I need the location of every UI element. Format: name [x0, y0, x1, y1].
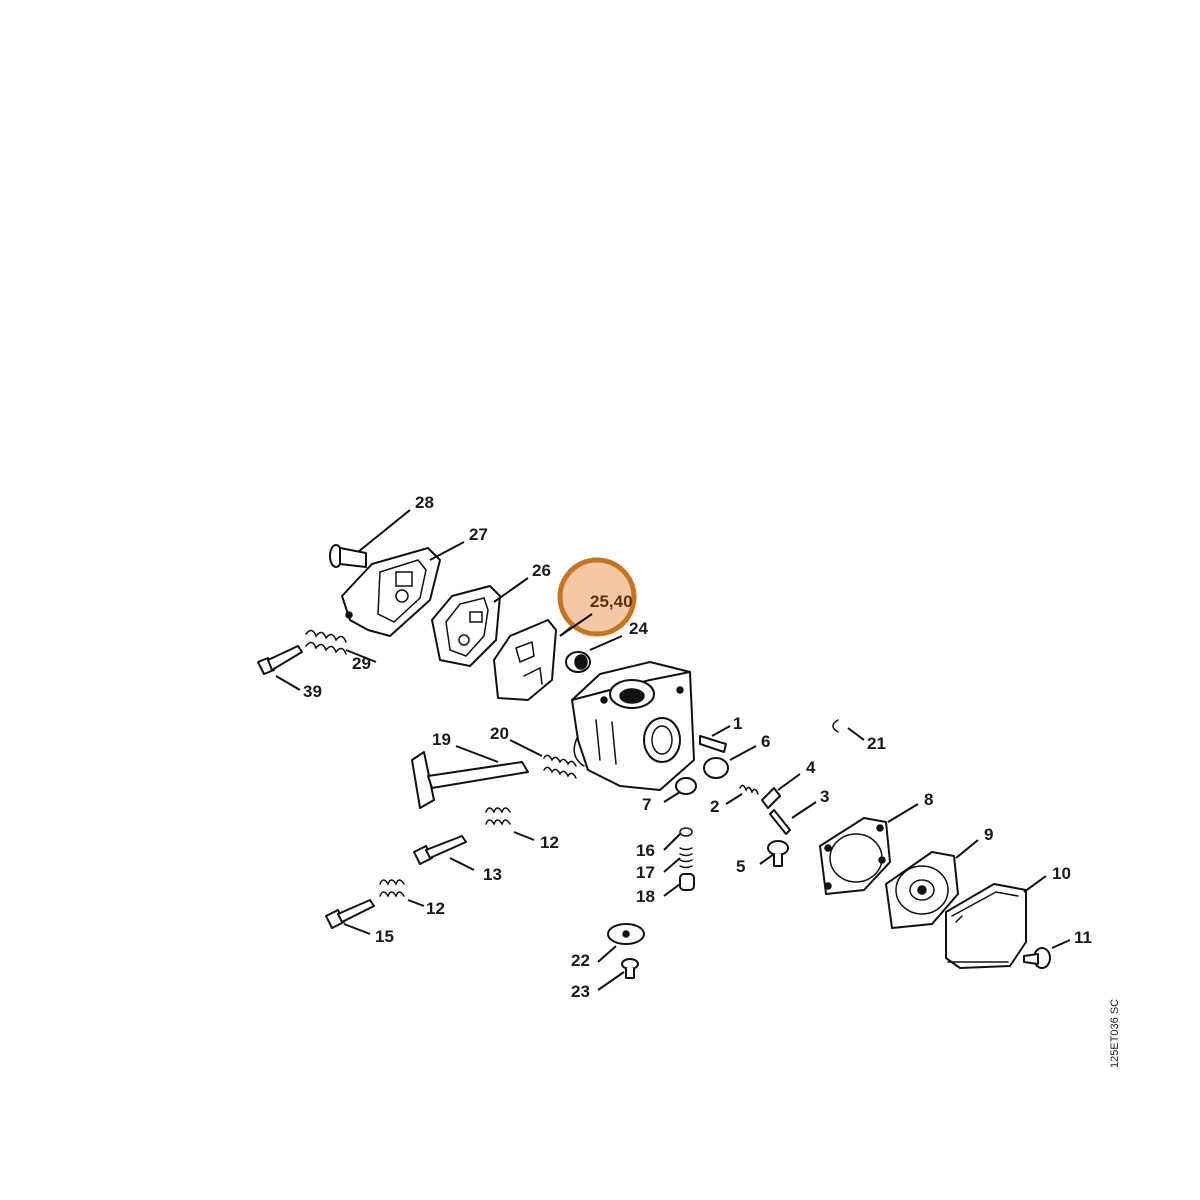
part-12-spring-lower — [379, 879, 405, 898]
callout-12-lower: 12 — [426, 899, 445, 918]
part-10-cover — [945, 883, 1027, 969]
callout-29: 29 — [352, 654, 371, 673]
part-27-cover — [341, 547, 441, 637]
callout-21: 21 — [867, 734, 886, 753]
callout-1: 1 — [733, 714, 742, 733]
callout-25-40[interactable]: 25,40 — [590, 592, 633, 611]
part-18-pin — [679, 873, 695, 891]
callout-24: 24 — [629, 619, 648, 638]
part-23-screw — [621, 958, 639, 979]
part-20-spring — [543, 754, 577, 779]
callout-22: 22 — [571, 951, 590, 970]
part-12-spring-upper — [485, 807, 511, 826]
callout-8: 8 — [924, 790, 933, 809]
part-21-clip — [832, 719, 839, 733]
part-11-screw — [1023, 947, 1051, 969]
callout-11: 11 — [1074, 928, 1092, 947]
callout-4: 4 — [806, 758, 816, 777]
part-2-spring — [739, 784, 759, 795]
part-6-plug — [703, 757, 729, 779]
callout-6: 6 — [761, 732, 770, 751]
part-25-gasket — [493, 619, 557, 701]
part-17-spring — [679, 847, 693, 869]
callout-15: 15 — [375, 927, 394, 946]
callout-5: 5 — [736, 857, 745, 876]
callout-labels: 28 27 26 24 29 39 19 20 1 6 21 4 3 7 2 8… — [303, 493, 1092, 1001]
callout-2: 2 — [710, 797, 719, 816]
callout-18: 18 — [636, 887, 655, 906]
callout-23: 23 — [571, 982, 590, 1001]
part-8-gasket — [819, 817, 891, 895]
callout-20: 20 — [490, 724, 509, 743]
highlighted-part-25-40[interactable]: 25,40 — [557, 557, 637, 637]
part-29-spring — [305, 629, 347, 655]
part-28-screw — [329, 544, 367, 568]
callout-16: 16 — [636, 841, 655, 860]
callout-3: 3 — [820, 787, 829, 806]
callout-26: 26 — [532, 561, 551, 580]
part-39-screw — [257, 645, 303, 675]
part-1-needle — [699, 735, 727, 753]
part-19-lever — [411, 751, 529, 809]
part-13-needle — [413, 835, 467, 865]
callout-39: 39 — [303, 682, 322, 701]
callout-10: 10 — [1052, 864, 1071, 883]
leader-lines — [275, 509, 1071, 991]
part-15-needle — [325, 899, 375, 929]
part-5-screw — [767, 840, 789, 867]
callout-12-upper: 12 — [540, 833, 559, 852]
callout-19: 19 — [432, 730, 451, 749]
callout-9: 9 — [984, 825, 993, 844]
drawing-code: 125ET036 SC — [1109, 999, 1121, 1068]
callout-7: 7 — [642, 795, 651, 814]
callout-27: 27 — [469, 525, 488, 544]
part-carburetor-body — [571, 661, 695, 791]
part-24-cap — [565, 651, 591, 673]
part-9-diaphragm — [885, 851, 959, 929]
callout-13: 13 — [483, 865, 502, 884]
part-4-lever — [761, 787, 781, 809]
part-26-gasket — [431, 585, 501, 667]
part-7-disc — [675, 777, 697, 795]
highlight-circle[interactable] — [557, 557, 637, 637]
callout-17: 17 — [636, 863, 655, 882]
part-16-ring — [679, 827, 693, 837]
callout-28: 28 — [415, 493, 434, 512]
part-22-disc — [607, 923, 645, 945]
part-3-pin — [769, 809, 791, 835]
